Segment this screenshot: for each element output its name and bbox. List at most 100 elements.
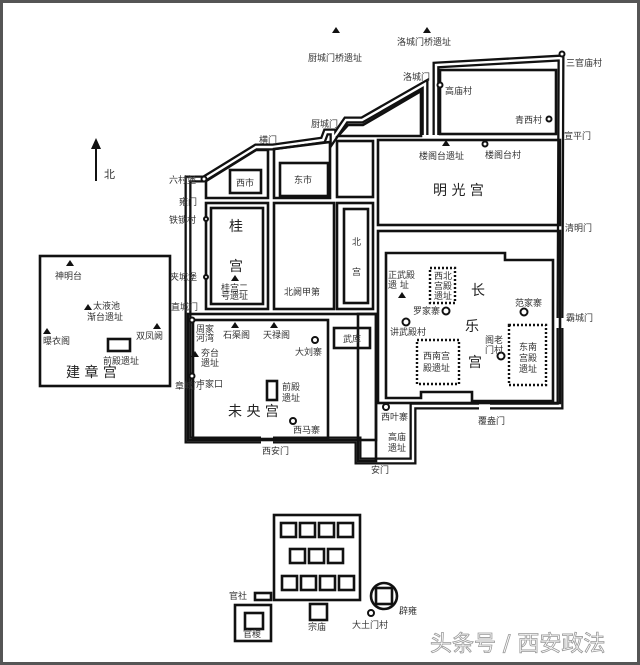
village-fanjia: 范家寨 [515, 297, 542, 309]
village-xiye: 西叶寨 [381, 411, 408, 423]
site-xibei-3: 遗址 [434, 290, 452, 302]
bei-char-1: 北 [352, 237, 361, 248]
site-qiaotai-1: 夯台 [201, 347, 219, 359]
wuku-label: 武库 [343, 333, 361, 345]
jianzhang-qiandian [106, 337, 132, 353]
gate-chucheng: 厨城门 [311, 118, 338, 130]
guigong-block [209, 206, 265, 306]
village-sanguanmiao: 三官庙村 [566, 57, 602, 69]
site-puyi: 曝衣阁 [43, 335, 70, 347]
city-wall [184, 54, 565, 465]
village-gelao-2: 门村 [485, 344, 503, 356]
site-zhengwu-1: 正武殿 [388, 269, 415, 281]
gate-bacheng: 霸城门 [566, 312, 593, 324]
label-guanshe: 官社 [229, 590, 247, 602]
zongmiao-block [308, 602, 329, 622]
dongshi-label: 东市 [294, 174, 312, 186]
village-qingxi: 青西村 [515, 114, 542, 126]
street-blocks [186, 68, 562, 463]
site-wy-qiandian-1: 前殿 [282, 381, 300, 393]
site-xinan-1: 西南宫 [423, 350, 450, 362]
bei-char-2: 宫 [352, 266, 361, 278]
beique-label: 北阙甲第 [284, 286, 320, 298]
site-chucheng-bridge: 厨城门桥遗址 [308, 52, 362, 64]
village-luojia: 罗家寨 [413, 305, 440, 317]
site-shiqu: 石渠阁 [223, 329, 250, 341]
village-louge: 楼阁台村 [485, 149, 521, 161]
gate-xian: 西安门 [262, 445, 289, 457]
gate-fuang: 覆盎门 [478, 415, 505, 427]
mingguang-label: 明 光 宫 [433, 183, 484, 199]
xinan-site [415, 338, 461, 386]
jianzhang-label: 建 章 宫 [66, 364, 117, 381]
village-circle-icons [188, 50, 566, 617]
site-taiye-1: 太液池 [93, 300, 120, 312]
site-shenming: 神明台 [55, 270, 82, 282]
site-luocheng-bridge: 洛城门桥遗址 [397, 36, 451, 48]
site-dongnan-2: 宫殿 [519, 352, 537, 364]
biyong-inner [374, 586, 394, 606]
village-gelao-1: 阁老 [485, 334, 503, 346]
village-daliu: 大刘寨 [295, 346, 322, 358]
xibei-site [428, 266, 457, 305]
site-qiaotai-2: 遗址 [201, 357, 219, 369]
guanji-block [233, 603, 273, 643]
dongnan-site [507, 323, 548, 387]
weiyang-palace [191, 318, 330, 441]
site-gui-2: 号遗址 [221, 290, 248, 302]
gate-zhangcheng-1: 章城门 [175, 380, 202, 392]
gui-char-2: 宫 [229, 259, 243, 275]
site-gaomiao-2: 遗址 [388, 442, 406, 454]
dongshi-block [278, 161, 330, 198]
gate-xuanping: 宣平门 [564, 130, 591, 142]
site-shuangfeng: 双凤阙 [136, 331, 163, 342]
site-dongnan-1: 东南 [519, 341, 537, 353]
gate-yong: 雍门 [179, 196, 197, 208]
biyong-block [369, 581, 399, 611]
site-zhengwu-2: 遗 址 [388, 279, 409, 291]
weiyang-label: 未 央 宫 [228, 404, 279, 420]
gate-an: 安门 [371, 464, 389, 476]
jianzhang-palace [38, 254, 172, 388]
village-zhoujia-2: 河湾 [196, 332, 214, 344]
site-gaomiao-1: 高庙 [388, 431, 406, 443]
village-zhoujia-1: 周家 [196, 323, 214, 335]
site-triangle-icons [43, 27, 450, 357]
label-biyong: 辟雍 [399, 605, 417, 617]
north-arrow-icon [91, 138, 101, 181]
village-tiesuo: 铁锁村 [169, 214, 196, 226]
village-xima: 西马寨 [293, 424, 320, 436]
xishi-label: 西市 [236, 177, 254, 189]
changle-char-1: 长 [471, 283, 485, 299]
south-ritual-complex [272, 513, 362, 602]
watermark: 头条号 / 西安政法 [430, 632, 605, 657]
site-dongnan-3: 遗址 [519, 363, 537, 375]
label-zongmiao: 宗庙 [308, 621, 326, 633]
site-taiye-2: 渐台遗址 [87, 311, 123, 323]
village-gaomiao: 高庙村 [445, 85, 472, 97]
site-xinan-2: 殿遗址 [423, 362, 450, 374]
site-xibei-2: 宫殿 [434, 280, 452, 292]
village-jiacheng: 夹城堡 [170, 271, 197, 283]
wuku-block [332, 326, 372, 350]
changle-palace [384, 251, 555, 403]
village-jiangwu: 讲武殿村 [390, 326, 426, 338]
label-guanji: 官稷 [243, 628, 261, 640]
gate-qingming: 清明门 [565, 222, 592, 234]
site-jz-qiandian: 前殿遗址 [103, 355, 139, 367]
village-lujiakou: 卢家口 [196, 378, 223, 390]
changle-char-3: 宫 [468, 355, 482, 371]
site-louge: 楼阁台遗址 [419, 150, 464, 162]
site-wy-qiandian-2: 遗址 [282, 392, 300, 404]
north-label: 北 [104, 168, 115, 181]
site-gui-1: 桂宫二 [221, 282, 248, 294]
xishi-block [228, 168, 263, 195]
site-xibei-1: 西北 [434, 271, 452, 282]
village-datumen: 大土门村 [352, 619, 388, 631]
changle-char-2: 乐 [465, 319, 479, 335]
guanji-inner [243, 611, 265, 631]
gui-char-1: 桂 [229, 219, 243, 235]
map-canvas: 北 [38, 27, 606, 657]
gate-zhicheng: 直城门 [171, 301, 198, 313]
